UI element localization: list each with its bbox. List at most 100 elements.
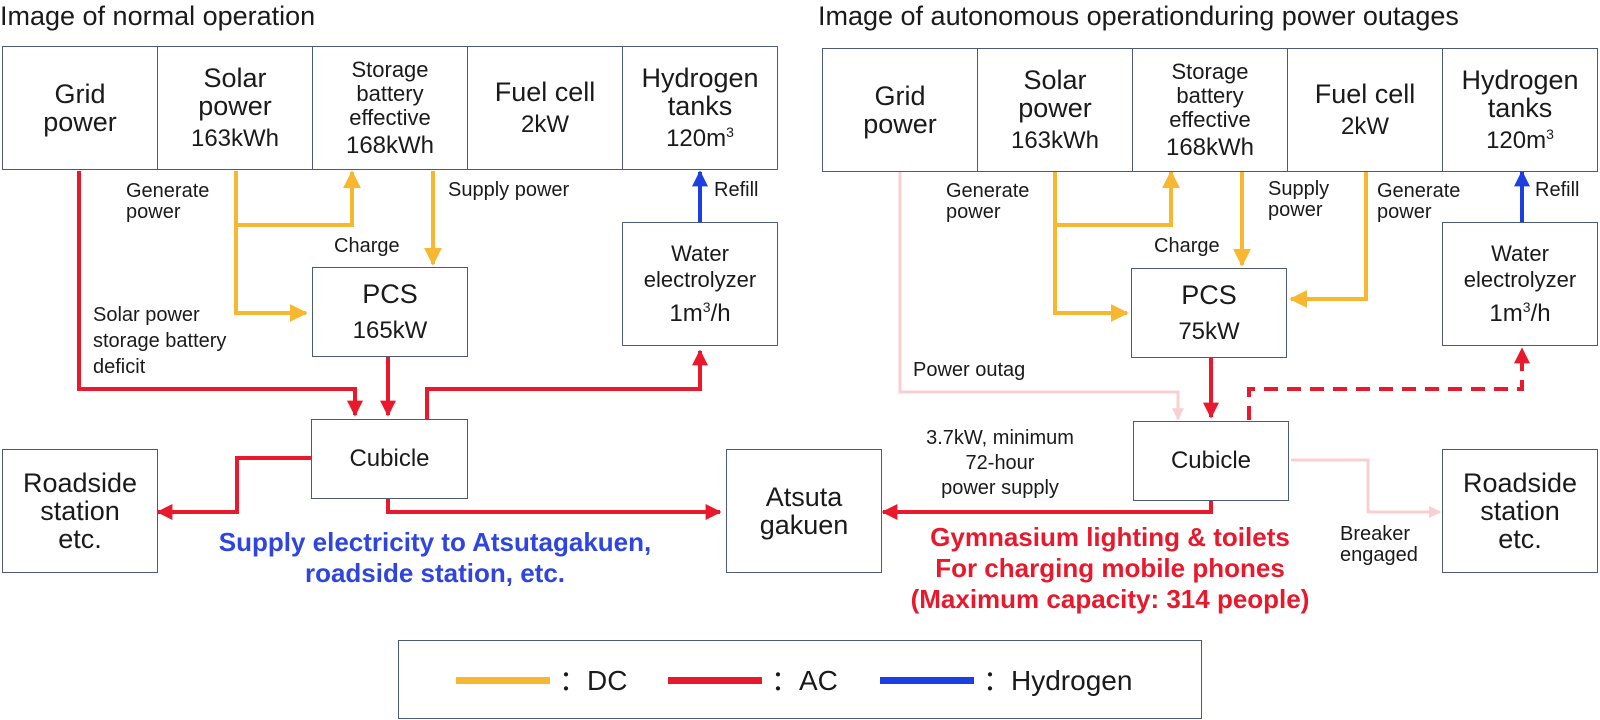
left-grid-power-label-2: power xyxy=(43,107,117,137)
right-solar-power-box: Solar power 163kWh xyxy=(977,48,1133,172)
left-storage-label-3: effective xyxy=(349,104,431,130)
left-deficit-label-3: deficit xyxy=(93,356,146,378)
right-solar-label-2: power xyxy=(1018,93,1092,123)
right-storage-value: 168kWh xyxy=(1165,133,1255,161)
right-solar-value: 163kWh xyxy=(1010,127,1100,154)
left-hydrogen-label: Hydrogen xyxy=(641,63,759,93)
right-fuel-cell-value: 2kW xyxy=(1341,113,1389,140)
right-ac-wires xyxy=(881,347,1530,520)
left-electrolyzer-label-2: electrolyzer xyxy=(643,267,757,292)
right-fuel-cell-label: Fuel cell xyxy=(1314,79,1416,109)
right-supply-spec-2: 72-hour xyxy=(965,452,1035,474)
left-roadside-label-3: etc. xyxy=(58,524,102,554)
right-supply-spec-3: power supply xyxy=(941,477,1059,499)
left-supply-note: Supply electricity to Atsutagakuen, road… xyxy=(200,527,670,589)
left-storage-label-2: battery xyxy=(356,80,424,106)
right-grid-power-label: Grid xyxy=(874,81,926,111)
right-solar-label: Solar xyxy=(1023,65,1087,95)
legend-dc-swatch xyxy=(456,677,550,684)
left-pcs-box: PCS 165kW xyxy=(312,267,468,357)
right-hydrogen-tanks-box: Hydrogen tanks 120m3 xyxy=(1442,48,1598,172)
left-note-line-2: roadside station, etc. xyxy=(304,558,566,588)
left-pcs-value: 165kW xyxy=(352,317,428,344)
right-roadside-label-3: etc. xyxy=(1498,524,1542,554)
right-pcs-label: PCS xyxy=(1181,280,1237,310)
left-supply-power-label: Supply power xyxy=(448,179,570,201)
right-generate-power-label: Generate power xyxy=(946,181,1029,223)
right-storage-label-3: effective xyxy=(1169,106,1251,132)
left-grid-power-box: Grid power xyxy=(2,46,158,170)
left-fuel-cell-box: Fuel cell 2kW xyxy=(467,46,623,170)
legend-ac-label: ：AC xyxy=(771,665,838,696)
right-supply-label-2: power xyxy=(1268,199,1323,221)
left-electrolyzer-label: Water xyxy=(671,241,729,266)
right-pcs-value: 75kW xyxy=(1178,318,1240,345)
right-breaker-label-1: Breaker xyxy=(1340,523,1411,545)
right-note-line-3: (Maximum capacity: 314 people) xyxy=(910,584,1310,614)
right-storage-battery-box: Storage battery effective 168kWh xyxy=(1132,48,1288,172)
left-solar-label-2: power xyxy=(198,91,272,121)
left-storage-label: Storage xyxy=(351,56,429,82)
left-solar-power-box: Solar power 163kWh xyxy=(157,46,313,170)
left-fuel-cell-label: Fuel cell xyxy=(494,77,596,107)
left-generate-label-2: power xyxy=(126,201,181,223)
left-dc-wires xyxy=(234,170,442,322)
right-storage-label-2: battery xyxy=(1176,82,1244,108)
atsuta-label-2: gakuen xyxy=(759,510,849,540)
right-cubicle-box: Cubicle xyxy=(1133,421,1289,501)
right-grid-power-box: Grid power xyxy=(822,48,978,172)
left-cubicle-label: Cubicle xyxy=(349,445,430,472)
right-grid-power-label-2: power xyxy=(863,109,937,139)
legend: ：DC ：AC ：Hydrogen xyxy=(398,640,1202,719)
left-cubicle-box: Cubicle xyxy=(311,419,468,499)
legend-hydrogen-swatch xyxy=(880,677,974,684)
right-roadside-label: Roadside xyxy=(1462,468,1578,498)
legend-hydrogen-label: ：Hydrogen xyxy=(983,665,1133,696)
left-charge-label: Charge xyxy=(334,235,400,257)
right-breaker-label-2: engaged xyxy=(1340,544,1418,566)
right-hydrogen-value: 120m3 xyxy=(1486,126,1554,154)
right-refill-label: Refill xyxy=(1535,179,1580,201)
left-solar-label: Solar xyxy=(203,63,267,93)
right-supply-power-label: Supply power xyxy=(1268,179,1329,221)
legend-ac-swatch xyxy=(668,677,762,684)
left-hydrogen-value: 120m3 xyxy=(666,124,734,152)
title-outage-operation: Image of autonomous operationduring powe… xyxy=(818,1,1459,31)
left-roadside-label: Roadside xyxy=(22,468,138,498)
left-note-line-1: Supply electricity to Atsutagakuen, xyxy=(218,527,652,557)
right-electrolyzer-value: 1m3/h xyxy=(1489,299,1551,327)
right-storage-label: Storage xyxy=(1171,58,1249,84)
left-deficit-label-1: Solar power xyxy=(93,304,200,326)
right-power-outage-label: Power outag xyxy=(913,359,1026,381)
right-generate-label-1: Generate xyxy=(946,180,1030,202)
right-water-electrolyzer-box: Water electrolyzer 1m3/h xyxy=(1442,222,1598,346)
right-supply-spec-label: 3.7kW, minimum 72-hour power supply xyxy=(905,426,1095,501)
left-roadside-label-2: station xyxy=(40,496,120,526)
left-water-electrolyzer-box: Water electrolyzer 1m3/h xyxy=(622,222,778,346)
left-pcs-label: PCS xyxy=(362,279,418,309)
left-deficit-label: Solar power storage battery deficit xyxy=(93,302,226,380)
left-storage-value: 168kWh xyxy=(345,131,435,159)
left-roadside-station-box: Roadside station etc. xyxy=(2,449,158,573)
left-ac-wires xyxy=(77,171,722,520)
legend-dc-label: ：DC xyxy=(559,665,628,696)
right-generate-power-label-b: Generate power xyxy=(1377,181,1460,223)
right-note-line-1: Gymnasium lighting & toilets xyxy=(930,522,1290,552)
right-supply-note: Gymnasium lighting & toilets For chargin… xyxy=(880,522,1340,615)
right-generate-b-label-2: power xyxy=(1377,201,1432,223)
left-fuel-cell-value: 2kW xyxy=(521,111,569,138)
right-hydrogen-label-2: tanks xyxy=(1487,93,1553,123)
left-hydrogen-tanks-box: Hydrogen tanks 120m3 xyxy=(622,46,778,170)
atsuta-gakuen-box: Atsuta gakuen xyxy=(726,449,882,573)
left-generate-power-label: Generate power xyxy=(126,181,209,223)
right-pcs-box: PCS 75kW xyxy=(1131,268,1287,358)
title-normal-operation: Image of normal operation xyxy=(0,1,316,31)
right-roadside-label-2: station xyxy=(1480,496,1560,526)
left-generate-label-1: Generate xyxy=(126,180,210,202)
left-deficit-label-2: storage battery xyxy=(93,330,227,352)
right-roadside-station-box: Roadside station etc. xyxy=(1442,449,1598,573)
left-electrolyzer-value: 1m3/h xyxy=(669,299,731,327)
atsuta-label-1: Atsuta xyxy=(765,482,843,512)
